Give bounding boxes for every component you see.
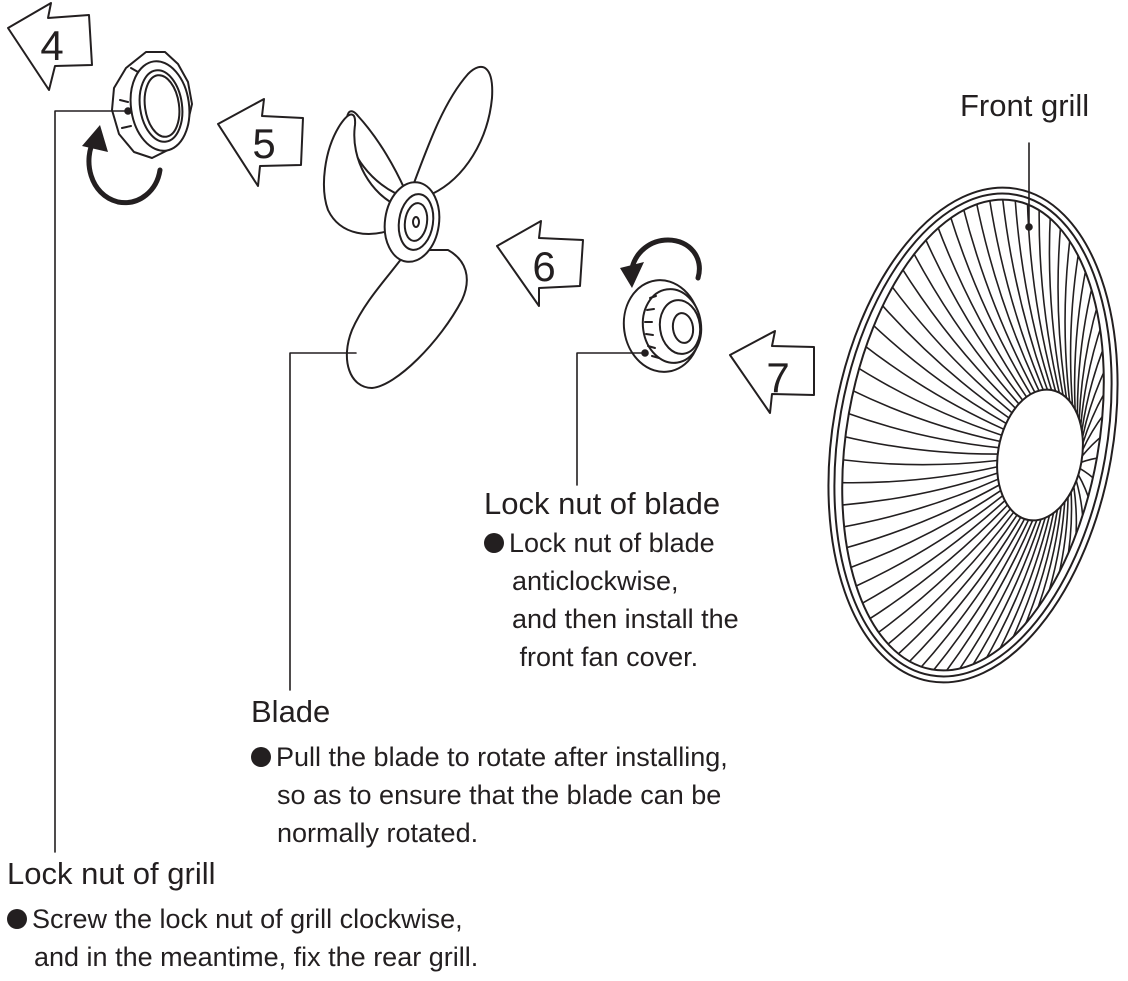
grill-spoke [867,505,1008,621]
bullet-icon [251,747,271,767]
note-line: anticlockwise, [484,562,739,600]
fan-blade [324,67,492,388]
grill-spoke [876,509,1011,635]
blade-lock-nut [618,275,706,377]
step-arrow-7: 7 [730,331,814,413]
note-line: so as to ensure that the blade can be [251,776,728,814]
grill-spoke [856,366,1002,435]
step-number-6: 6 [532,243,555,290]
grill-spoke [839,459,997,464]
label-lock-nut-of-blade: Lock nut of blade [484,486,720,522]
step-arrow-4: 4 [8,3,92,90]
note-line: Pull the blade to rotate after installin… [276,742,728,772]
grill-spoke [1081,458,1101,463]
note-line: Lock nut of blade [509,528,715,558]
grill-spoke [1079,301,1098,419]
step-arrow-6: 6 [497,221,583,306]
step-number-5: 5 [252,120,275,167]
grill-spoke [1075,265,1087,409]
step-number-4: 4 [40,22,63,69]
leader-blade [290,353,356,690]
note-line: Screw the lock nut of grill clockwise, [32,904,463,934]
grill-spoke [937,224,1027,397]
bullet-icon [7,909,27,929]
label-front-grill: Front grill [960,88,1089,124]
grill-spoke [880,303,1009,418]
leader-lock-nut-grill [55,111,128,852]
grill-spoke [996,516,1049,656]
note-blade: Pull the blade to rotate after installin… [251,738,728,852]
grill-spoke [919,519,1025,670]
grill-spoke [850,389,1000,441]
grill-spoke [1049,214,1063,395]
note-line: and in the meantime, fix the rear grill. [7,938,478,976]
label-blade: Blade [251,694,330,730]
step-arrow-5: 5 [218,99,303,186]
note-lock-nut-of-blade: Lock nut of blade anticlockwise, and the… [484,524,739,676]
bullet-icon [484,533,504,553]
leader-lock-nut-blade [577,353,645,485]
grill-spoke [1065,236,1070,402]
note-line: and then install the [484,600,739,638]
note-lock-nut-of-grill: Screw the lock nut of grill clockwise, a… [7,900,478,976]
label-lock-nut-of-grill: Lock nut of grill [7,856,216,892]
grill-spoke [1015,197,1052,390]
grill-lock-nut [112,52,195,158]
grill-spoke [924,237,1022,401]
front-grill [792,164,1128,705]
step-number-7: 7 [766,354,789,401]
note-line: front fan cover. [484,638,739,676]
note-line: normally rotated. [251,814,728,852]
